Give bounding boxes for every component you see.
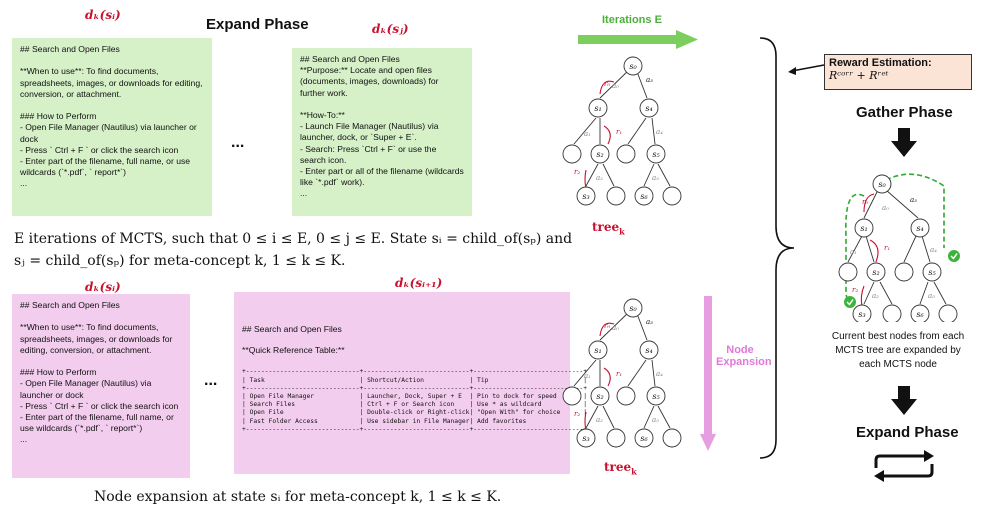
edge-r2: r₂: [574, 168, 580, 176]
check-icon-right: [948, 250, 960, 262]
node-s5: s₅: [652, 392, 660, 401]
node-s1: s₁: [594, 104, 601, 113]
node-s3: s₃: [582, 434, 589, 443]
current-best-text: Current best nodes from each MCTS tree a…: [831, 331, 965, 370]
down-arrow-1: [891, 128, 917, 157]
edge-a3: a₃: [646, 318, 653, 326]
edge-r0: r₀: [604, 322, 610, 330]
node-s2: s₂: [872, 268, 879, 277]
pink-box-left: ## Search and Open Files **When to use**…: [12, 294, 190, 478]
node-s4: s₄: [645, 346, 652, 355]
node-s2: s₂: [596, 392, 603, 401]
node-s3: s₃: [582, 192, 589, 201]
reward-arrow: [788, 64, 825, 75]
reward-formula: Rᶜᵒʳʳ + Rʳᵉᵗ: [829, 69, 889, 82]
pink-box-right: ## Search and Open Files **Quick Referen…: [234, 292, 587, 474]
edge-a2: a₂: [596, 174, 603, 182]
iterations-label: Iterations E: [602, 14, 662, 26]
edge-a2: a₂: [596, 416, 603, 424]
edge-r0: r₀: [862, 198, 868, 206]
node-s6: s₆: [916, 310, 924, 319]
ellipsis-top: ...: [231, 134, 245, 151]
edge-r2: r₂: [852, 286, 858, 294]
node-s0: s₀: [629, 304, 637, 313]
expand-phase-title: Expand Phase: [206, 16, 309, 33]
node-s3: s₃: [858, 310, 865, 319]
green-box-left: ## Search and Open Files **When to use**…: [12, 38, 212, 216]
expand-phase-right-title: Expand Phase: [856, 424, 959, 441]
green-box-right: ## Search and Open Files **Purpose:** Lo…: [292, 48, 472, 216]
dk-si-top-label: dₖ(sᵢ): [85, 8, 121, 22]
dk-si1-label: dₖ(sᵢ₊₁): [395, 276, 443, 290]
right-brace: [759, 37, 795, 459]
node-s2: s₂: [596, 150, 603, 159]
edge-a4: a₄: [656, 370, 663, 378]
bottom-caption: Node expansion at state sᵢ for meta-conc…: [94, 489, 502, 505]
node-s1: s₁: [594, 346, 601, 355]
node-expansion-label: Node Expansion: [716, 344, 772, 368]
edge-a0: a₀: [612, 82, 619, 90]
edge-a1: a₁: [584, 130, 591, 138]
node-s6: s₆: [640, 434, 648, 443]
edge-a5: a₅: [652, 416, 659, 424]
edge-r0: r₀: [604, 80, 610, 88]
dk-si-bottom-label: dₖ(sᵢ): [85, 280, 121, 294]
edge-a4: a₄: [656, 128, 663, 136]
reward-title: Reward Estimation:: [829, 57, 932, 69]
edge-a0: a₀: [612, 324, 619, 332]
edge-a5: a₅: [928, 292, 935, 300]
quick-reference-table: +------------------------------+--------…: [242, 368, 587, 433]
pink-right-subheading: **Quick Reference Table:**: [242, 345, 345, 356]
edge-r1: r₁: [616, 128, 622, 136]
edge-a1: a₁: [584, 372, 591, 380]
pink-right-heading: ## Search and Open Files: [242, 324, 342, 334]
node-s5: s₅: [928, 268, 936, 277]
middle-caption-line1: E iterations of MCTS, such that 0 ≤ i ≤ …: [14, 231, 573, 247]
edge-a3: a₃: [910, 196, 917, 204]
middle-caption-line2: sⱼ = child_of(sₚ) for meta-concept k, 1 …: [14, 253, 346, 269]
check-icon-left: [844, 296, 856, 308]
reward-estimation-box: Reward Estimation: Rᶜᵒʳʳ + Rʳᵉᵗ: [824, 54, 972, 90]
node-s5: s₅: [652, 150, 660, 159]
node-s1: s₁: [860, 224, 867, 233]
down-arrow-2: [891, 386, 917, 415]
edge-a3: a₃: [646, 76, 653, 84]
tree-label-bottom: treek: [604, 460, 637, 477]
edge-a1: a₁: [850, 248, 857, 256]
node-s0: s₀: [878, 180, 886, 189]
cycle-icon: [874, 450, 934, 482]
gather-phase-title: Gather Phase: [856, 104, 953, 121]
edge-r2: r₂: [574, 410, 580, 418]
edge-a2: a₂: [872, 292, 879, 300]
ellipsis-bottom: ...: [204, 372, 218, 389]
tree-label-top: treek: [592, 220, 625, 237]
edge-a0: a₀: [882, 204, 889, 212]
iterations-arrow: [578, 30, 698, 49]
dk-sj-label: dₖ(sⱼ): [372, 22, 409, 36]
edge-r1: r₁: [884, 244, 890, 252]
edge-a5: a₅: [652, 174, 659, 182]
node-expansion-arrow: [700, 296, 716, 451]
mcts-tree-top: s₀ s₁ s₄ s₂ s₅ s₃ s₆ a₀ a₃ a₁ a₄ a₂ a₅ r…: [562, 56, 682, 206]
mcts-tree-gather: s₀ s₁ s₄ s₂ s₅ s₃ s₆ a₀ a₃ a₁ a₄ a₂ a₅ r…: [838, 173, 960, 322]
edge-r1: r₁: [616, 370, 622, 378]
node-s4: s₄: [916, 224, 923, 233]
mcts-tree-bottom: s₀ s₁ s₄ s₂ s₅ s₃ s₆ a₀ a₃ a₁ a₄ a₂ a₅ r…: [562, 298, 682, 448]
node-s4: s₄: [645, 104, 652, 113]
edge-a4: a₄: [930, 246, 937, 254]
node-s0: s₀: [629, 62, 637, 71]
node-s6: s₆: [640, 192, 648, 201]
